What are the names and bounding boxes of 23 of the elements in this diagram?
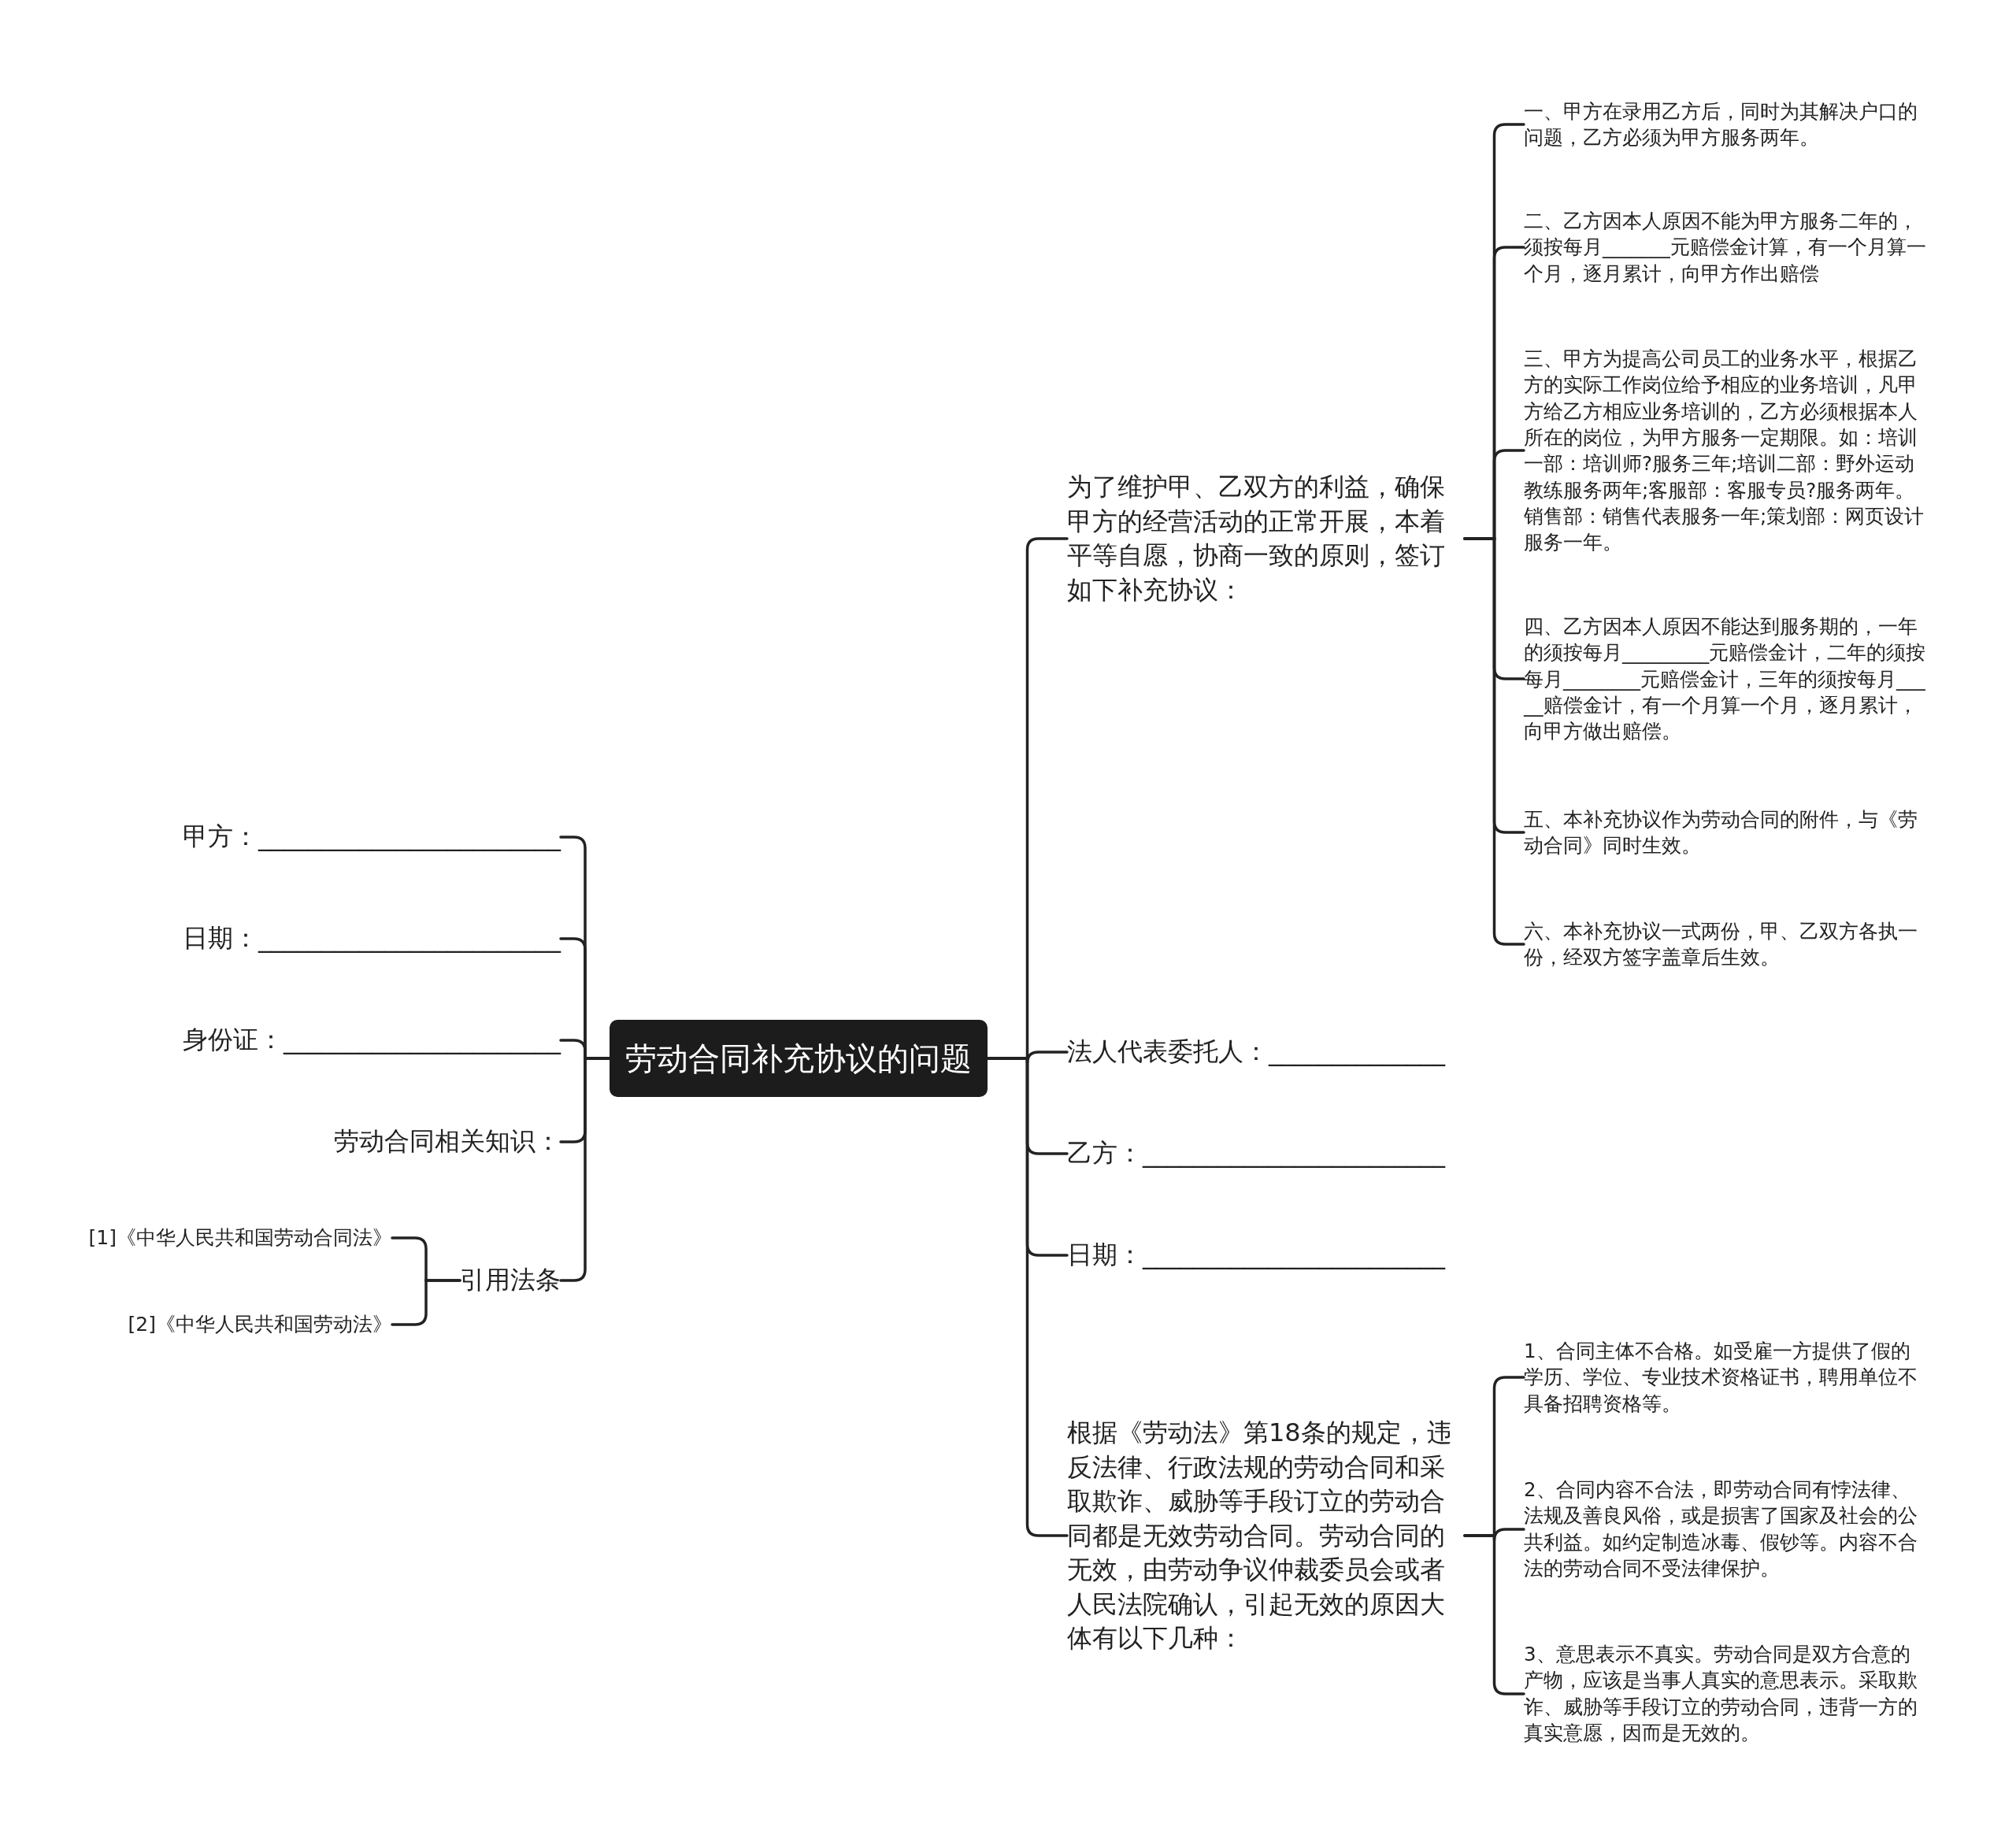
- topic-text: 引用法条: [460, 1263, 561, 1298]
- topic-text: 为了维护甲、乙双方的利益，确保甲方的经营活动的正常开展，本着平等自愿，协商一致的原则，签订如下补充协议：: [1067, 469, 1465, 608]
- topic-text: 日期：________________________: [1067, 1238, 1445, 1273]
- topic-text: 劳动合同相关知识：: [334, 1125, 561, 1159]
- topic-text: 甲方：________________________: [183, 820, 561, 854]
- subtopic-text: 三、甲方为提高公司员工的业务水平，根据乙方的实际工作岗位给予相应的业务培训，凡甲方给乙方相应业务培训的，乙方必须根据本人所在的岗位，为甲方服务一定期限。如：培训一部：培训师?服务三年;培训二部：野外运动教练服务两年;客服部：客服专员?服务两年。销售部：销售代表服务一年;策划部：网页设计服务一年。: [1524, 345, 1929, 556]
- reference-text: [1]《中华人民共和国劳动合同法》: [88, 1225, 392, 1251]
- subtopic-text: 二、乙方因本人原因不能为甲方服务二年的，须按每月_______元赔偿金计算，有一个月算一个月，逐月累计，向甲方作出赔偿: [1524, 208, 1929, 287]
- subtopic-text: 3、意思表示不真实。劳动合同是双方合意的产物，应该是当事人真实的意思表示。采取欺诈、威胁等手段订立的劳动合同，违背一方的真实意愿，因而是无效的。: [1524, 1641, 1929, 1747]
- topic-text: 身份证：______________________: [183, 1023, 561, 1058]
- subtopic-text: 1、合同主体不合格。如受雇一方提供了假的学历、学位、专业技术资格证书，聘用单位不具备招聘资格等。: [1524, 1338, 1929, 1417]
- subtopic-text: 四、乙方因本人原因不能达到服务期的，一年的须按每月_________元赔偿金计，二年的须按每月________元赔偿金计，三年的须按每月_____赔偿金计，有一个月算一个月，逐月累计，向甲方做出赔偿。: [1524, 613, 1929, 745]
- topic-text: 乙方：________________________: [1067, 1136, 1445, 1171]
- topic-text: 根据《劳动法》第18条的规定，违反法律、行政法规的劳动合同和采取欺诈、威胁等手段订立的劳动合同都是无效劳动合同。劳动合同的无效，由劳动争议仲裁委员会或者人民法院确认，引起无效的原因大体有以下几种：: [1067, 1415, 1465, 1656]
- subtopic-text: 六、本补充协议一式两份，甲、乙双方各执一份，经双方签字盖章后生效。: [1524, 917, 1929, 971]
- subtopic-text: 五、本补充协议作为劳动合同的附件，与《劳动合同》同时生效。: [1524, 806, 1929, 859]
- subtopic-text: 2、合同内容不合法，即劳动合同有悖法律、法规及善良风俗，或是损害了国家及社会的公共利益。如约定制造冰毒、假钞等。内容不合法的劳动合同不受法律保护。: [1524, 1477, 1929, 1582]
- connector-line: [391, 1279, 461, 1326]
- reference-text: [2]《中华人民共和国劳动法》: [128, 1311, 392, 1338]
- topic-text: 法人代表委托人：______________: [1067, 1035, 1445, 1069]
- topic-text: 日期：________________________: [183, 921, 561, 956]
- central-topic-box: 劳动合同补充协议的问题: [610, 1020, 988, 1097]
- subtopic-text: 一、甲方在录用乙方后，同时为其解决户口的问题，乙方必须为甲方服务两年。: [1524, 98, 1929, 151]
